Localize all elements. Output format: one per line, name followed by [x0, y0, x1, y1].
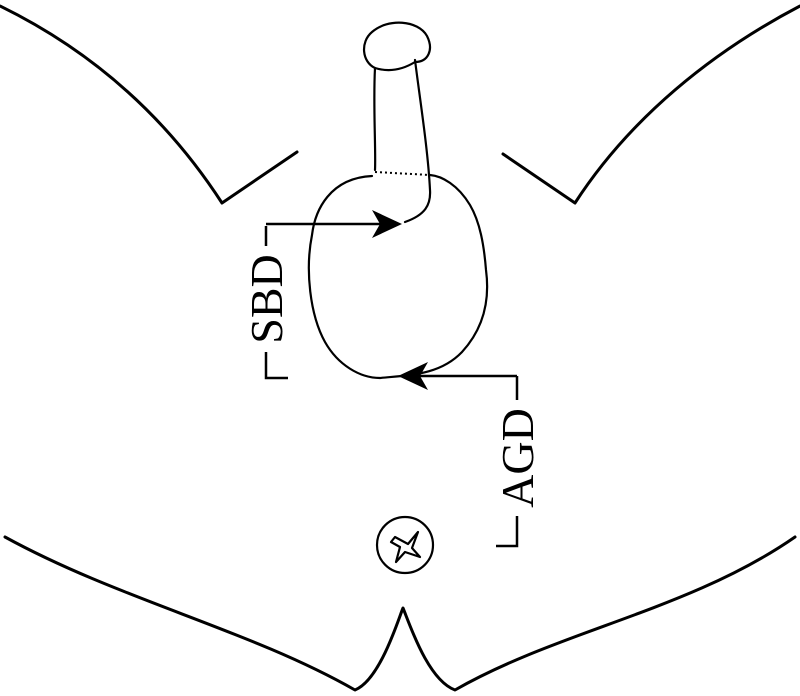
- left-thigh-contour: [0, 4, 299, 205]
- agd-arrowhead: [398, 362, 428, 390]
- sbd-label: SBD: [241, 254, 292, 343]
- agd-label: AGD: [492, 408, 543, 508]
- agd-bracket: [496, 376, 519, 548]
- anus-circle: [375, 515, 435, 575]
- right-thigh-contour: [501, 4, 800, 205]
- sbd-arrowhead: [372, 210, 402, 238]
- penis-glans: [363, 21, 432, 72]
- scrotum-outline: [307, 173, 489, 380]
- anus-star-icon: [389, 530, 422, 564]
- penile-base-line: [374, 171, 431, 176]
- buttocks-contour: [3, 535, 797, 692]
- sbd-bracket: [264, 226, 288, 380]
- penis-shaft: [373, 58, 432, 224]
